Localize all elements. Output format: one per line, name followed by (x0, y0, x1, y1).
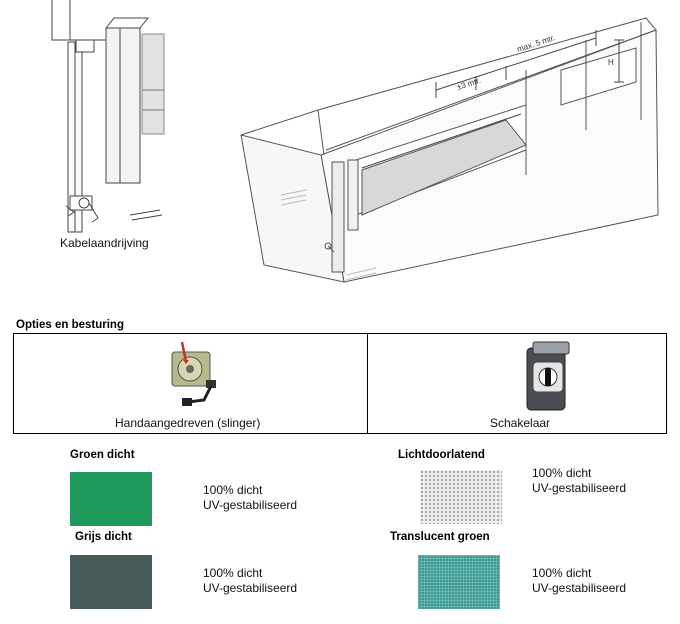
fabric-spec-lichtdoorlatend: 100% dicht UV-gestabiliseerd (532, 466, 626, 496)
fabric-spec-line: UV-gestabiliseerd (532, 581, 627, 595)
fabric-spec-line: UV-gestabiliseerd (203, 498, 298, 512)
fabric-spec-line: UV-gestabiliseerd (203, 581, 298, 595)
fabric-swatch-grijs-dicht (70, 555, 152, 609)
fabric-spec-grijs-dicht: 100% dicht UV-gestabiliseerd (203, 566, 297, 596)
fabric-name-groen-dicht: Groen dicht (70, 449, 135, 461)
fabric-spec-line: 100% dicht (203, 483, 263, 497)
fabric-spec-line: UV-gestabiliseerd (532, 481, 627, 495)
fabric-name-grijs-dicht: Grijs dicht (75, 531, 132, 543)
fabric-swatch-groen-dicht (70, 472, 152, 526)
option-switch-label: Schakelaar (490, 416, 551, 430)
options-heading: Opties en besturing (16, 319, 124, 331)
options-divider (367, 334, 368, 433)
option-hand-crank-label: Handaangedreven (slinger) (115, 416, 261, 430)
fabric-name-translucent-groen: Translucent groen (390, 531, 490, 543)
fabric-spec-line: 100% dicht (532, 566, 592, 580)
fabric-name-lichtdoorlatend: Lichtdoorlatend (398, 449, 485, 461)
windscreen-perspective-drawing: max. 5 mtr. ±3 mtr. H (240, 17, 659, 283)
fabric-spec-groen-dicht: 100% dicht UV-gestabiliseerd (203, 483, 297, 513)
dim-h-label: H (608, 58, 614, 67)
fabric-swatch-lichtdoorlatend (420, 470, 502, 524)
hand-crank-winch-icon (171, 341, 216, 406)
fabric-swatch-translucent-groen (418, 555, 500, 609)
fabric-spec-line: 100% dicht (532, 466, 592, 480)
cable-drive-caption: Kabelaandrijving (60, 236, 149, 250)
options-table: Handaangedreven (slinger) Schakelaar (13, 333, 667, 434)
dim-small-label: ±3 mtr. (456, 76, 482, 92)
key-switch-icon (526, 341, 570, 411)
cable-drive-detail-drawing (51, 0, 165, 233)
dim-max-label: max. 5 mtr. (516, 33, 556, 54)
fabric-spec-translucent-groen: 100% dicht UV-gestabiliseerd (532, 566, 626, 596)
fabric-spec-line: 100% dicht (203, 566, 263, 580)
